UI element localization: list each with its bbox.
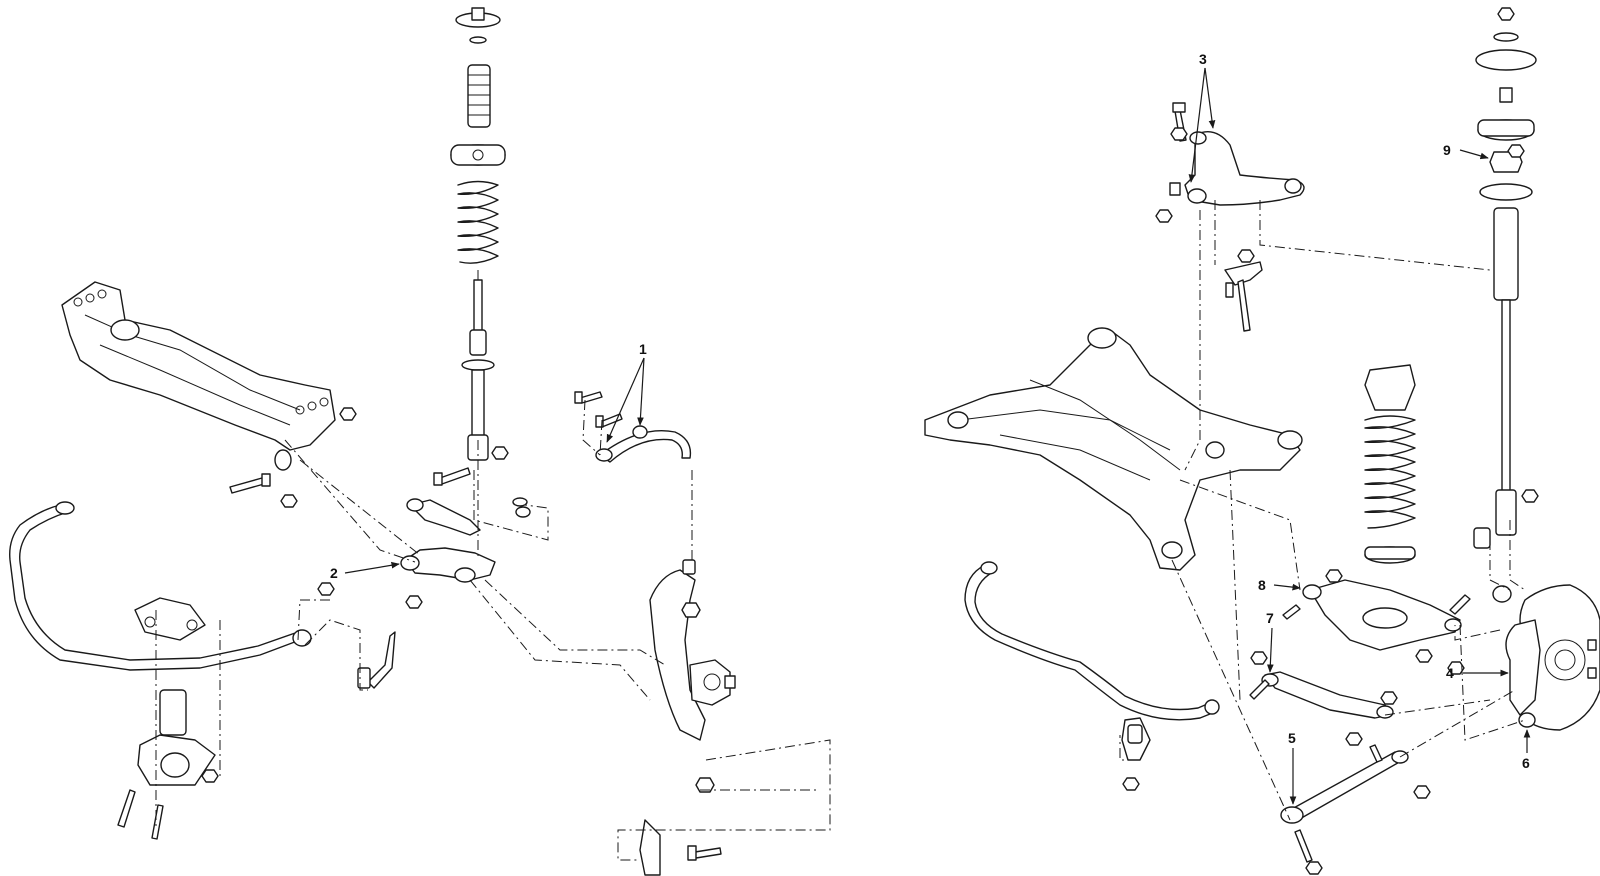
callout-1: 1 bbox=[639, 341, 647, 357]
rear-subframe bbox=[924, 327, 1303, 571]
front-lower-arm bbox=[400, 498, 496, 609]
front-steering-knuckle bbox=[649, 559, 736, 793]
rear-radius-rod bbox=[1280, 744, 1431, 875]
rear-suspension-link bbox=[1249, 651, 1398, 746]
callout-4: 4 bbox=[1446, 665, 1454, 681]
callout-leader-lines bbox=[344, 67, 1531, 805]
front-alignment-lines bbox=[155, 399, 831, 861]
callout-8: 8 bbox=[1258, 577, 1266, 593]
front-stabilizer-bar bbox=[9, 501, 312, 671]
callout-3: 3 bbox=[1199, 51, 1207, 67]
callout-9: 9 bbox=[1443, 142, 1451, 158]
rear-upper-arm bbox=[1155, 102, 1305, 223]
front-subframe bbox=[61, 281, 336, 471]
rear-shock-absorber bbox=[1473, 7, 1539, 549]
rear-alignment-lines bbox=[1119, 200, 1526, 821]
stabilizer-link bbox=[357, 631, 396, 689]
rear-coil-spring bbox=[1364, 364, 1416, 564]
callout-2: 2 bbox=[330, 565, 338, 581]
callout-5: 5 bbox=[1288, 730, 1296, 746]
rear-stabilizer-bar bbox=[964, 561, 1220, 791]
front-strut-assembly bbox=[450, 7, 506, 461]
rear-axle-housing bbox=[1492, 584, 1600, 731]
front-bracket bbox=[639, 819, 722, 876]
callout-7: 7 bbox=[1266, 610, 1274, 626]
rear-link-bracket bbox=[1224, 249, 1263, 332]
stabilizer-bushing-clamp bbox=[117, 582, 335, 840]
rear-lower-arm bbox=[1282, 569, 1471, 675]
callout-6: 6 bbox=[1522, 755, 1530, 771]
strut-clamp-bolt bbox=[433, 446, 531, 518]
front-upper-arm bbox=[574, 391, 692, 463]
subframe-bolt bbox=[229, 407, 357, 508]
